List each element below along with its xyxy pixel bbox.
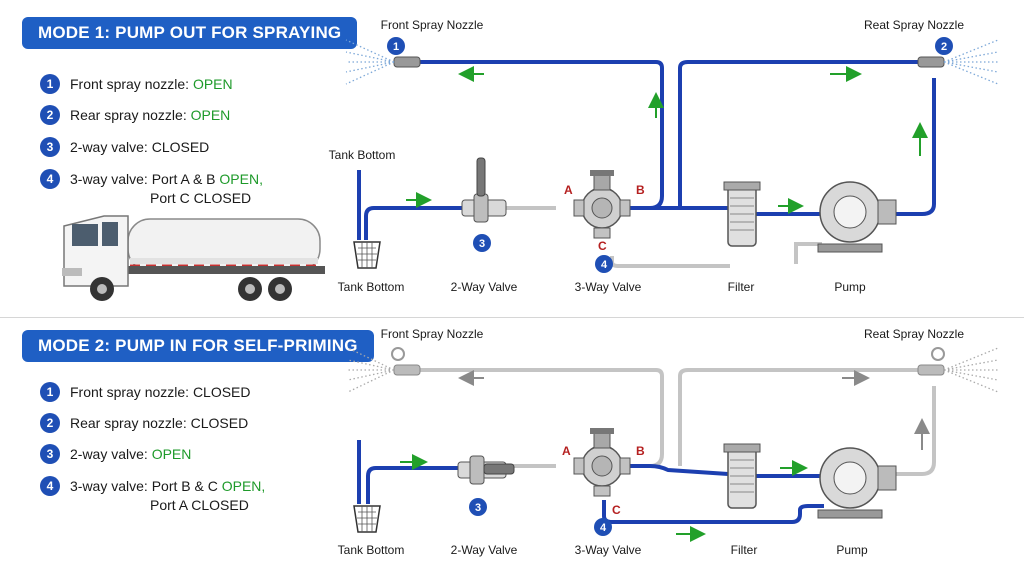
- number-badge: 1: [40, 74, 60, 94]
- front-spray-nozzle-icon: [345, 39, 421, 85]
- pump-label: Pump: [836, 543, 868, 557]
- badge-1: 1: [387, 37, 405, 55]
- pump-icon: [817, 181, 897, 253]
- legend-text: Rear spray nozzle:: [70, 415, 191, 431]
- legend-state: OPEN: [192, 76, 233, 92]
- badge-4-text: 4: [601, 259, 608, 271]
- mode1-pipes: [357, 60, 936, 240]
- legend-subline: Port C CLOSED: [150, 190, 252, 206]
- mode1-title: MODE 1: PUMP OUT FOR SPRAYING: [22, 17, 358, 49]
- three-way-valve-icon: [573, 428, 631, 497]
- strainer-basket-icon: [353, 505, 381, 533]
- badge-4: 4: [594, 518, 612, 536]
- three-way-valve-label: 3-Way Valve: [574, 543, 642, 557]
- badge-1-text: 1: [393, 41, 399, 53]
- mode2-flow-arrows: [400, 370, 930, 542]
- two-way-valve-label: 2-Way Valve: [450, 280, 518, 294]
- legend-text: Rear spray nozzle:: [70, 107, 191, 123]
- two-way-valve-icon: [457, 455, 515, 485]
- tank-bottom-top-label: Tank Bottom: [328, 148, 396, 162]
- tank-bottom-label: Tank Bottom: [337, 280, 405, 294]
- port-b-label: B: [636, 183, 645, 197]
- front-spray-nozzle-icon: [347, 347, 421, 393]
- legend-text: Front spray nozzle:: [70, 384, 193, 400]
- front-nozzle-label: Front Spray Nozzle: [380, 327, 484, 341]
- three-way-valve-icon: [573, 170, 631, 239]
- pump-icon: [817, 447, 897, 519]
- port-c-label: C: [612, 503, 621, 517]
- three-way-valve-label: 3-Way Valve: [574, 280, 642, 294]
- tanker-truck-icon: [62, 215, 325, 301]
- legend-item: 1 Front spray nozzle: OPEN: [40, 74, 233, 94]
- legend-item: 4 3-way valve: Port B & C OPEN,: [40, 476, 265, 496]
- port-a-label: A: [564, 183, 573, 197]
- legend-state: OPEN,: [219, 171, 263, 187]
- number-badge: 4: [40, 476, 60, 496]
- rear-nozzle-label: Reat Spray Nozzle: [863, 327, 965, 341]
- number-badge: 3: [40, 444, 60, 464]
- badge-3-text: 3: [479, 238, 485, 250]
- number-badge: 1: [40, 382, 60, 402]
- two-way-valve-icon: [461, 157, 507, 223]
- number-badge: 2: [40, 105, 60, 125]
- badge-3-text: 3: [475, 502, 481, 514]
- legend-state: CLOSED: [190, 415, 249, 431]
- mode2-title: MODE 2: PUMP IN FOR SELF-PRIMING: [22, 330, 374, 362]
- pump-label: Pump: [834, 280, 866, 294]
- legend-item: 4 3-way valve: Port A & B OPEN,: [40, 169, 263, 189]
- strainer-basket-icon: [353, 241, 381, 269]
- rear-nozzle-label: Reat Spray Nozzle: [863, 18, 965, 32]
- legend-text: 3-way valve: Port A & B: [70, 171, 220, 187]
- legend-state: CLOSED: [192, 384, 251, 400]
- port-c-label: C: [598, 239, 607, 253]
- legend-state: OPEN: [151, 446, 192, 462]
- section-divider: [0, 317, 1024, 318]
- number-badge: 4: [40, 169, 60, 189]
- front-nozzle-label: Front Spray Nozzle: [380, 18, 484, 32]
- rear-spray-nozzle-icon: [917, 39, 999, 85]
- two-way-valve-label: 2-Way Valve: [450, 543, 518, 557]
- legend-state: OPEN: [190, 107, 231, 123]
- number-badge: 3: [40, 137, 60, 157]
- legend-item: 1 Front spray nozzle: CLOSED: [40, 382, 251, 402]
- badge-3: 3: [473, 234, 491, 252]
- filter-icon: [723, 181, 761, 247]
- badge-2-text: 2: [941, 41, 947, 53]
- legend-text: 2-way valve:: [70, 139, 152, 155]
- legend-item: 2 Rear spray nozzle: CLOSED: [40, 413, 248, 433]
- port-a-label: A: [562, 444, 571, 458]
- filter-label: Filter: [730, 543, 758, 557]
- tank-bottom-label: Tank Bottom: [337, 543, 405, 557]
- badge-2: 2: [935, 37, 953, 55]
- port-b-label: B: [636, 444, 645, 458]
- rear-spray-nozzle-icon: [917, 347, 999, 393]
- legend-subline: Port A CLOSED: [150, 497, 249, 513]
- badge-4-text: 4: [600, 522, 607, 534]
- filter-icon: [723, 443, 761, 509]
- number-badge: 2: [40, 413, 60, 433]
- legend-text: 2-way valve:: [70, 446, 152, 462]
- filter-label: Filter: [727, 280, 755, 294]
- legend-text: Front spray nozzle:: [70, 76, 193, 92]
- legend-item: 3 2-way valve: CLOSED: [40, 137, 209, 157]
- legend-item: 2 Rear spray nozzle: OPEN: [40, 105, 230, 125]
- legend-state: OPEN,: [221, 478, 266, 494]
- legend-text: 3-way valve: Port B & C: [70, 478, 222, 494]
- mode1-inactive-pipes: [506, 206, 822, 268]
- badge-4: 4: [595, 255, 613, 273]
- mode1-flow-arrows: [406, 66, 928, 214]
- legend-item: 3 2-way valve: OPEN: [40, 444, 191, 464]
- legend-state: CLOSED: [151, 139, 210, 155]
- badge-3: 3: [469, 498, 487, 516]
